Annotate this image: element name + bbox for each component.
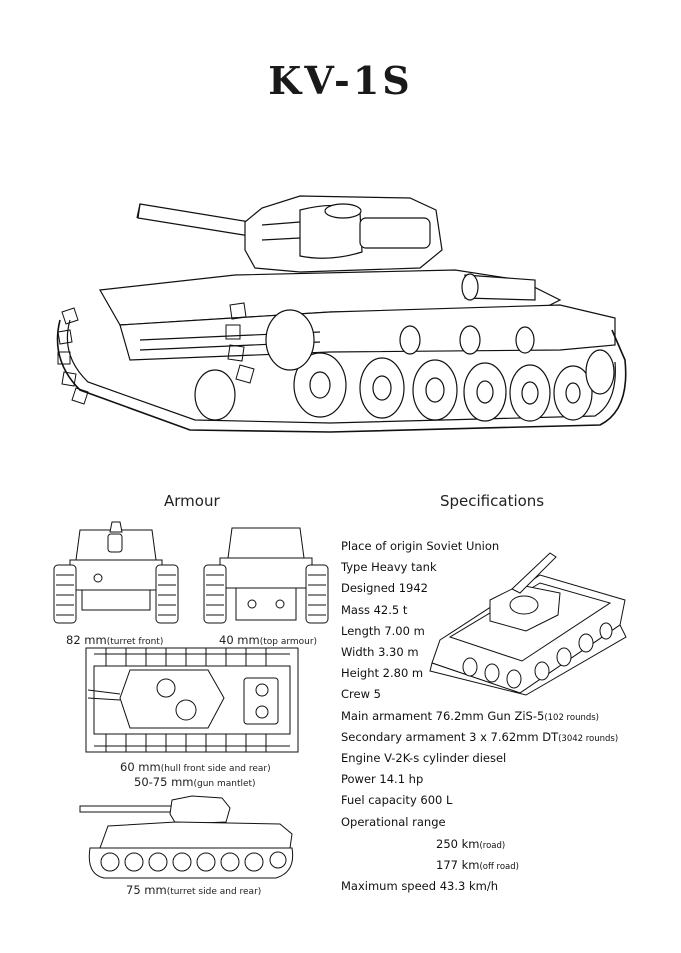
spec-text: Height 2.80 m (341, 666, 424, 680)
spec-row: Height 2.80 m (341, 666, 423, 680)
spec-row: Operational range (341, 815, 446, 829)
spec-text: Operational range (341, 815, 446, 829)
spec-row: Width 3.30 m (341, 645, 419, 659)
spec-row: Main armament 76.2mm Gun ZiS-5(102 round… (341, 709, 599, 723)
side-armour-caption: 75 mm(turret side and rear) (126, 883, 261, 897)
top-armour-value-2: 50-75 mm (134, 775, 194, 789)
spec-text: Crew 5 (341, 687, 381, 701)
spec-note: (102 rounds) (544, 713, 599, 723)
rear-armour-value: 40 mm (219, 633, 260, 647)
spec-text: Place of origin Soviet Union (341, 539, 500, 553)
side-armour-value: 75 mm (126, 883, 167, 897)
spec-text: Mass 42.5 t (341, 603, 408, 617)
spec-row: Engine V-2K-s cylinder diesel (341, 751, 506, 765)
spec-text: Main armament 76.2mm Gun ZiS-5 (341, 709, 545, 723)
front-armour-note: (turret front) (106, 637, 164, 647)
spec-row: Secondary armament 3 x 7.62mm DT(3042 ro… (341, 730, 618, 744)
max-speed: Maximum speed 43.3 km/h (341, 879, 499, 893)
rear-view-drawing (202, 520, 330, 628)
spec-row: Mass 42.5 t (341, 603, 407, 617)
range-off-road-note: (off road) (479, 862, 519, 872)
isometric-tank-drawing (430, 545, 630, 695)
top-armour-value-1: 60 mm (120, 760, 161, 774)
range-road: 250 km(road) (436, 837, 505, 851)
top-view-drawing (86, 648, 298, 752)
range-off-road: 177 km(off road) (436, 858, 519, 872)
side-view-drawing (80, 796, 300, 882)
top-armour-note-1: (hull front side and rear) (160, 764, 271, 774)
spec-row: Fuel capacity 600 L (341, 793, 452, 807)
range-road-note: (road) (479, 841, 506, 851)
range-road-value: 250 km (436, 837, 480, 851)
spec-text: Secondary armament 3 x 7.62mm DT (341, 730, 559, 744)
spec-text: Length 7.00 m (341, 624, 425, 638)
top-armour-note-2: (gun mantlet) (193, 779, 256, 789)
spec-note: (3042 rounds) (558, 734, 619, 744)
spec-text: Power 14.1 hp (341, 772, 424, 786)
side-armour-note: (turret side and rear) (166, 887, 262, 897)
spec-row: Length 7.00 m (341, 624, 425, 638)
spec-text: Fuel capacity 600 L (341, 793, 453, 807)
top-armour-caption-2: 50-75 mm(gun mantlet) (134, 775, 256, 789)
spec-text: Designed 1942 (341, 581, 429, 595)
page-title: KV-1S (268, 58, 413, 103)
spec-row: Designed 1942 (341, 581, 428, 595)
spec-text: Engine V-2K-s cylinder diesel (341, 751, 507, 765)
specifications-heading: Specifications (440, 492, 545, 510)
rear-armour-note: (top armour) (259, 637, 318, 647)
top-armour-caption-1: 60 mm(hull front side and rear) (120, 760, 271, 774)
spec-row: Crew 5 (341, 687, 381, 701)
main-tank-illustration (0, 0, 681, 470)
rear-armour-caption: 40 mm(top armour) (219, 633, 317, 647)
front-armour-value: 82 mm (66, 633, 107, 647)
spec-row: Power 14.1 hp (341, 772, 423, 786)
spec-row: Place of origin Soviet Union (341, 539, 499, 553)
spec-row: Type Heavy tank (341, 560, 437, 574)
range-off-road-value: 177 km (436, 858, 480, 872)
front-armour-caption: 82 mm(turret front) (66, 633, 163, 647)
spec-text: Width 3.30 m (341, 645, 419, 659)
spec-text: Type Heavy tank (341, 560, 437, 574)
armour-heading: Armour (164, 492, 220, 510)
front-view-drawing (52, 520, 182, 630)
